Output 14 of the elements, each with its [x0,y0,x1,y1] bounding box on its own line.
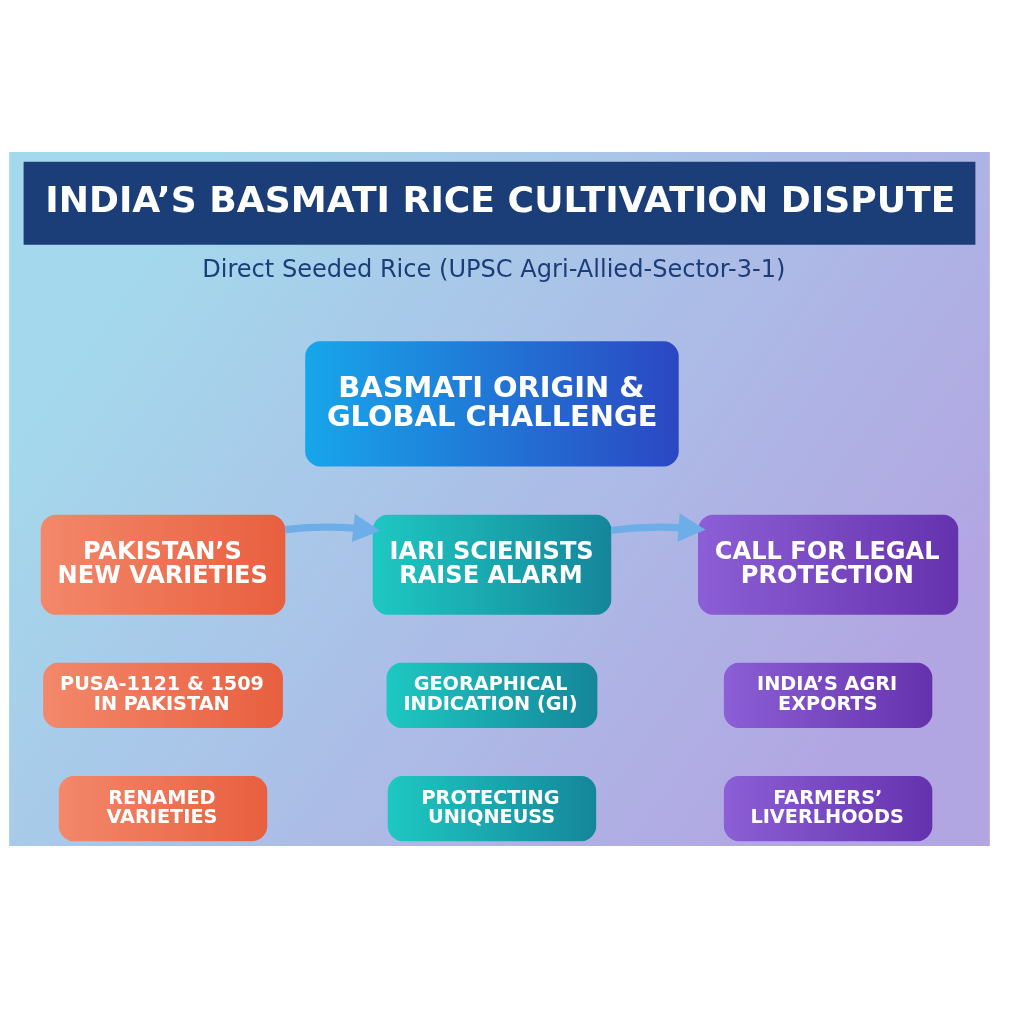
diagram-title: INDIA’S BASMATI RICE CULTIVATION DISPUTE [44,177,955,221]
node-box: PAKISTAN’S NEW VARIETIES [40,514,285,615]
node-box: PROTECTING UNIQNEUSS [387,776,596,842]
arrow [284,513,380,543]
node-box: BASMATI ORIGIN & GLOBAL CHALLENGE [304,341,679,467]
node-box: RENAMED VARIETIES [58,776,267,842]
node-box: CALL FOR LEGAL PROTECTION [697,514,958,615]
node-box: IARI SCIENISTS RAISE ALARM [372,514,611,615]
node-box: INDIA’S AGRI EXPORTS [723,662,932,728]
node-box: PUSA-1121 & 1509 IN PAKISTAN [42,662,283,728]
node-box: GEORAPHICAL INDICATION (GI) [386,662,597,728]
label: Direct Seeded Rice (UPSC Agri-Allied-Sector-3-1) [201,255,785,284]
node-box: FARMERS’ LIVERLHOODS [723,776,932,842]
arrow [610,513,706,542]
